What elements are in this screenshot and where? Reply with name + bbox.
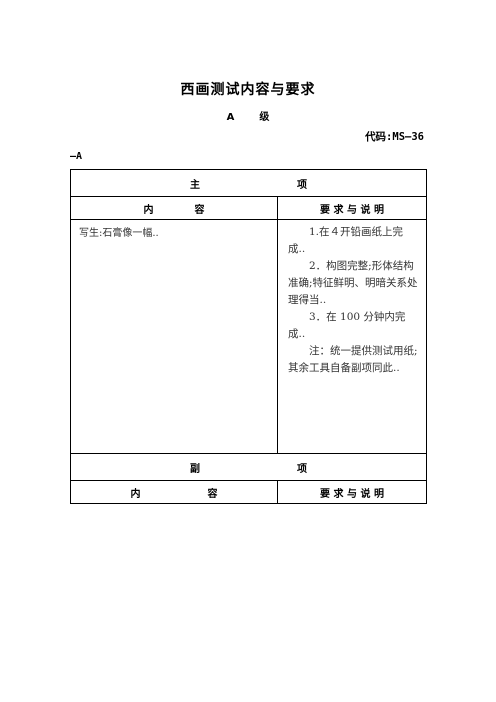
requirement-note: 注：统一提供测试用纸;其余工具自备副项同此.. xyxy=(288,345,418,374)
content-header-left: 内 xyxy=(143,204,154,216)
requirement-2: 2．构图完整;形体结构准确;特征鲜明、明暗关系处理得当.. xyxy=(288,260,418,306)
major-item-header: 主 项 xyxy=(70,169,427,197)
content-column-header: 内 容 xyxy=(70,196,278,220)
requirements-table: 主 项 内 容 要 求 与 说 明 写生:石膏像一幅.. 1.在４开铅画纸上完成… xyxy=(70,169,427,504)
major-label-left: 主 xyxy=(190,179,201,191)
grade-letter: A xyxy=(226,112,235,123)
minor-label-left: 副 xyxy=(190,463,201,475)
content-column-header-2: 内 容 xyxy=(70,480,278,504)
content-cell: 写生:石膏像一幅.. xyxy=(70,219,278,454)
minor-item-header: 副 项 xyxy=(70,453,427,481)
requirement-3: 3．在 100 分钟内完成.. xyxy=(288,311,406,340)
document-code: 代码:MS—36 xyxy=(365,131,424,143)
requirement-1: 1.在４开铅画纸上完成.. xyxy=(288,226,404,255)
content-header2-left: 内 xyxy=(130,488,141,500)
grade-label: A 级 xyxy=(0,108,496,123)
requirements-cell: 1.在４开铅画纸上完成.. 2．构图完整;形体结构准确;特征鲜明、明暗关系处理得… xyxy=(277,219,427,454)
minor-label-right: 项 xyxy=(296,463,307,475)
section-tag: —A xyxy=(70,151,83,162)
requirements-column-header-2: 要 求 与 说 明 xyxy=(277,480,427,504)
content-header-right: 容 xyxy=(194,204,205,216)
grade-word: 级 xyxy=(259,112,270,123)
content-header2-right: 容 xyxy=(207,488,218,500)
major-label-right: 项 xyxy=(296,179,307,191)
page-title: 西画测试内容与要求 xyxy=(180,82,316,98)
requirements-column-header: 要 求 与 说 明 xyxy=(277,196,427,220)
